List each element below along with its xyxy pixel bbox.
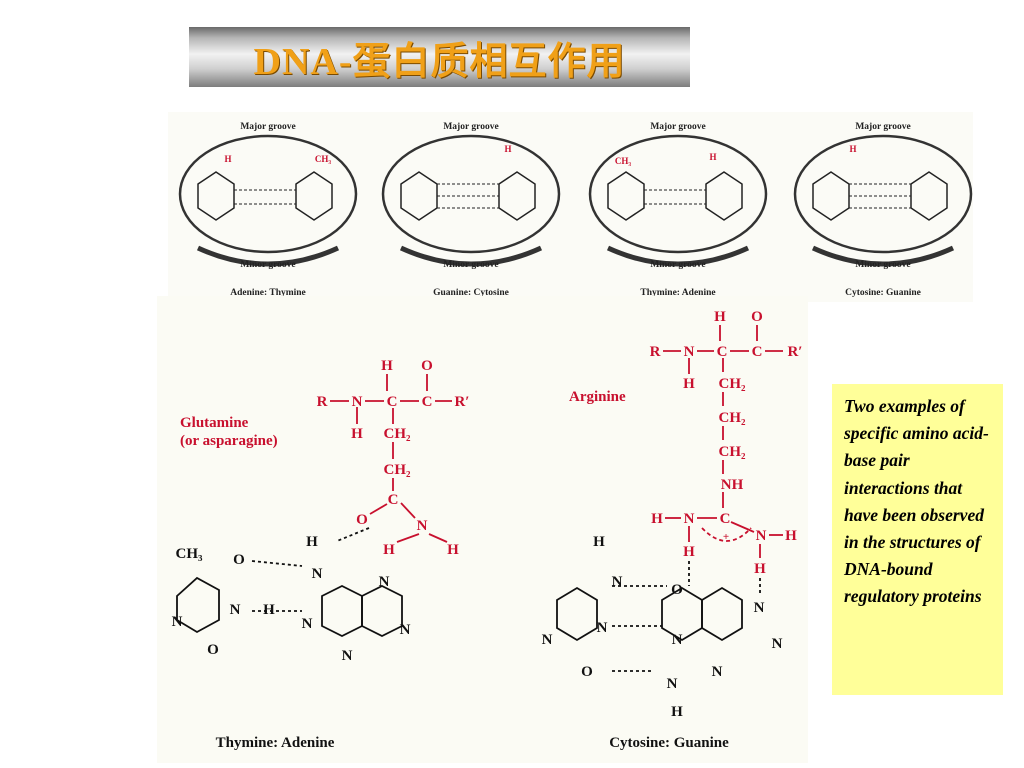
minor-groove-label: Minor groove bbox=[650, 260, 705, 270]
svg-text:H: H bbox=[785, 528, 797, 544]
base-pair-panel: Major groove Minor groove Adenine: Thymi… bbox=[168, 112, 973, 302]
svg-text:N: N bbox=[342, 648, 353, 664]
svg-text:O: O bbox=[751, 309, 763, 325]
minor-groove-label: Minor groove bbox=[855, 260, 910, 270]
svg-text:C: C bbox=[720, 511, 731, 527]
right-pair-caption: Cytosine: Guanine bbox=[609, 735, 729, 751]
svg-text:O: O bbox=[421, 358, 433, 374]
svg-text:H: H bbox=[714, 309, 726, 325]
svg-text:N: N bbox=[302, 616, 313, 632]
svg-text:H: H bbox=[224, 154, 231, 164]
svg-text:C: C bbox=[388, 492, 399, 508]
svg-text:H: H bbox=[683, 376, 695, 392]
svg-text:R′: R′ bbox=[787, 344, 802, 360]
svg-text:N: N bbox=[542, 632, 553, 648]
svg-text:H: H bbox=[381, 358, 393, 374]
svg-text:N: N bbox=[667, 676, 678, 692]
svg-text:R′: R′ bbox=[454, 394, 469, 410]
svg-text:H: H bbox=[709, 152, 716, 162]
explanation-caption: Two examples of specific amino acid-base… bbox=[832, 384, 1003, 695]
svg-text:H: H bbox=[671, 704, 683, 720]
pair-caption: Guanine: Cytosine bbox=[433, 288, 509, 298]
svg-text:N: N bbox=[684, 344, 695, 360]
pair-caption: Adenine: Thymine bbox=[230, 288, 306, 298]
svg-text:N: N bbox=[230, 602, 241, 618]
svg-text:R: R bbox=[317, 394, 328, 410]
pair-adenine-thymine: Major groove Minor groove Adenine: Thymi… bbox=[178, 122, 358, 298]
svg-text:O: O bbox=[207, 642, 219, 658]
pair-caption: Thymine: Adenine bbox=[640, 288, 715, 298]
svg-text:O: O bbox=[581, 664, 593, 680]
arginine-label: Arginine bbox=[569, 389, 626, 405]
svg-text:CH₂: CH₂ bbox=[384, 426, 412, 442]
svg-text:N: N bbox=[672, 632, 683, 648]
svg-text:R: R bbox=[650, 344, 661, 360]
svg-text:+: + bbox=[723, 531, 729, 543]
svg-text:O: O bbox=[671, 582, 683, 598]
title-bar: DNA-蛋白质相互作用 bbox=[189, 27, 690, 87]
svg-text:CH₂: CH₂ bbox=[719, 376, 747, 392]
svg-text:C: C bbox=[717, 344, 728, 360]
minor-groove-label: Minor groove bbox=[240, 260, 295, 270]
svg-text:N: N bbox=[597, 620, 608, 636]
svg-text:N: N bbox=[352, 394, 363, 410]
svg-text:CH₂: CH₂ bbox=[384, 462, 412, 478]
major-groove-label: Major groove bbox=[650, 122, 705, 132]
pair-thymine-adenine: Major groove Minor groove Thymine: Adeni… bbox=[588, 122, 768, 298]
svg-text:N: N bbox=[756, 528, 767, 544]
svg-text:N: N bbox=[612, 574, 623, 590]
svg-text:H: H bbox=[651, 511, 663, 527]
svg-text:H: H bbox=[306, 534, 318, 550]
svg-text:CH₂: CH₂ bbox=[719, 410, 747, 426]
svg-text:N: N bbox=[172, 614, 183, 630]
svg-text:C: C bbox=[752, 344, 763, 360]
minor-groove-label: Minor groove bbox=[443, 260, 498, 270]
pair-caption: Cytosine: Guanine bbox=[845, 288, 921, 298]
svg-text:C: C bbox=[387, 394, 398, 410]
major-groove-label: Major groove bbox=[443, 122, 498, 132]
svg-text:O: O bbox=[356, 512, 368, 528]
glutamine-label: Glutamine bbox=[180, 415, 249, 431]
major-groove-label: Major groove bbox=[240, 122, 295, 132]
svg-text:H: H bbox=[683, 544, 695, 560]
svg-text:C: C bbox=[422, 394, 433, 410]
svg-text:H: H bbox=[849, 144, 856, 154]
base-pair-diagram: Major groove Minor groove Adenine: Thymi… bbox=[178, 122, 973, 298]
slide-title: DNA-蛋白质相互作用 bbox=[253, 40, 626, 83]
glutamine-sublabel: (or asparagine) bbox=[180, 433, 278, 449]
svg-text:H: H bbox=[383, 542, 395, 558]
left-pair-caption: Thymine: Adenine bbox=[216, 735, 335, 751]
svg-text:H: H bbox=[263, 602, 275, 618]
svg-text:H: H bbox=[504, 144, 511, 154]
pair-cytosine-guanine: Major groove Minor groove Cytosine: Guan… bbox=[793, 122, 973, 298]
major-groove-label: Major groove bbox=[855, 122, 910, 132]
svg-text:CH₃: CH₃ bbox=[176, 546, 204, 562]
base-pair-structures bbox=[176, 527, 761, 672]
svg-text:N: N bbox=[400, 622, 411, 638]
pair-guanine-cytosine: Major groove Minor groove Guanine: Cytos… bbox=[381, 122, 561, 298]
svg-text:N: N bbox=[417, 518, 428, 534]
svg-text:N: N bbox=[772, 636, 783, 652]
svg-text:H: H bbox=[447, 542, 459, 558]
svg-text:N: N bbox=[312, 566, 323, 582]
svg-text:H: H bbox=[593, 534, 605, 550]
svg-text:N: N bbox=[379, 574, 390, 590]
svg-text:CH₃: CH₃ bbox=[315, 154, 332, 164]
svg-text:H: H bbox=[351, 426, 363, 442]
svg-text:N: N bbox=[754, 600, 765, 616]
svg-text:NH: NH bbox=[721, 477, 744, 493]
svg-text:H: H bbox=[754, 561, 766, 577]
svg-text:O: O bbox=[233, 552, 245, 568]
svg-text:N: N bbox=[684, 511, 695, 527]
svg-text:N: N bbox=[712, 664, 723, 680]
svg-text:CH₂: CH₂ bbox=[719, 444, 747, 460]
svg-text:CH₃: CH₃ bbox=[615, 156, 632, 166]
